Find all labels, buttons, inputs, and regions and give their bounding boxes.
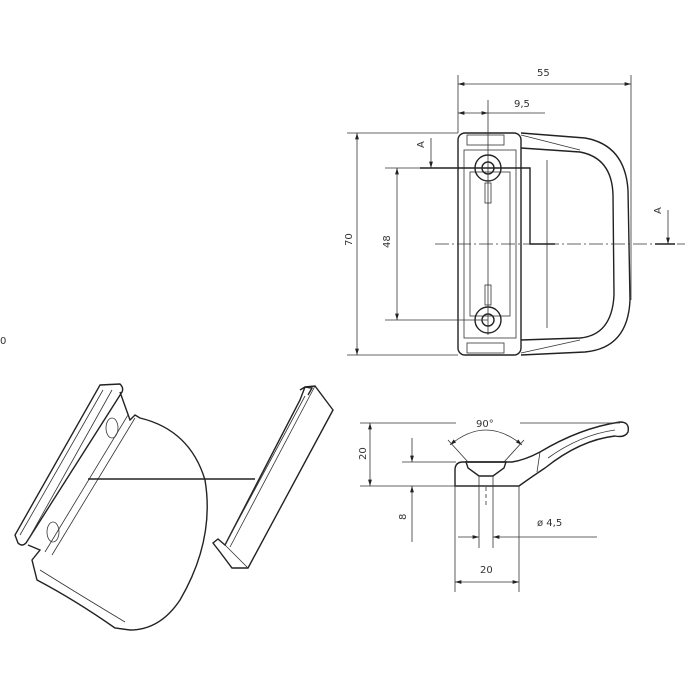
section-label-right: A	[653, 207, 664, 214]
dim-base-width-label: 20	[480, 565, 493, 576]
front-view: 55 9,5 70 48 A A	[344, 68, 685, 356]
edge-text: 0	[0, 336, 6, 347]
dimension-height: 70	[344, 132, 458, 356]
dimension-angle: 90°	[360, 419, 620, 463]
dim-height-label: 70	[344, 233, 355, 246]
dimension-base-width: 20	[455, 565, 519, 584]
dimension-width: 55	[457, 68, 632, 300]
side-view: 90° 20 8 ø 4,5 20	[358, 419, 630, 592]
dim-depth-label: 8	[398, 514, 409, 520]
dim-side-height-label: 20	[358, 447, 369, 460]
isometric-view	[14, 383, 334, 631]
dim-width-label: 55	[537, 68, 550, 79]
section-label-top: A	[416, 141, 427, 148]
section-line-a: A A	[416, 138, 685, 245]
handle-grip	[520, 132, 631, 356]
dimension-hole-offset: 9,5	[458, 99, 545, 115]
dimension-side-height: 20	[358, 423, 372, 486]
dim-hole-offset-label: 9,5	[514, 99, 530, 110]
handle-body-iso	[14, 383, 255, 631]
dim-angle-label: 90°	[476, 419, 494, 430]
dim-hole-diameter-label: ø 4,5	[537, 518, 562, 529]
dimension-depth: 8	[398, 438, 456, 542]
dimension-hole-diameter: ø 4,5	[454, 486, 597, 592]
cover-strip-iso	[212, 385, 334, 569]
dim-hole-spacing-label: 48	[382, 235, 393, 248]
mounting-plate	[457, 100, 522, 356]
